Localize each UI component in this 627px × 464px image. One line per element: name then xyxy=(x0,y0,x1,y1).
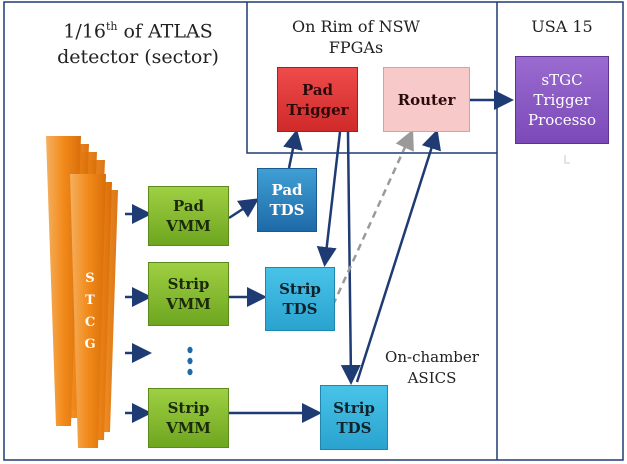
stcg-letter: C xyxy=(84,315,96,330)
stgc-stack xyxy=(46,136,118,448)
stcg-letter: T xyxy=(85,293,95,308)
pad-tds-box: Pad TDS xyxy=(257,168,317,232)
strip-vmm-box-1: Strip VMM xyxy=(148,262,229,326)
strip-tds-box-2: Strip TDS xyxy=(320,385,388,450)
stcg-letter: S xyxy=(85,271,95,286)
cursor-mark-icon xyxy=(563,150,571,164)
ellipsis-dots xyxy=(187,346,193,376)
router-box: Router xyxy=(383,67,470,132)
pad-vmm-box: Pad VMM xyxy=(148,186,229,246)
on-chamber-label: On-chamber ASICS xyxy=(385,348,479,387)
outer-frame xyxy=(3,1,624,461)
sector-title-prefix: 1/16 xyxy=(63,20,106,43)
stcg-letter: G xyxy=(84,337,96,352)
rim-title: On Rim of NSW FPGAs xyxy=(292,17,420,57)
pad-trigger-box: Pad Trigger xyxy=(277,67,358,132)
sector-title-rest: of ATLAS detector (sector) xyxy=(57,20,219,69)
rim-frame xyxy=(246,2,497,154)
usa-title: USA 15 xyxy=(531,17,593,36)
stgc-trigger-processor-box: sTGC Trigger Processo xyxy=(515,56,609,144)
sector-title-sup: th xyxy=(105,20,118,33)
sector-title: 1/16th of ATLAS detector (sector) xyxy=(38,14,238,70)
strip-vmm-box-2: Strip VMM xyxy=(148,388,229,448)
strip-tds-box-1: Strip TDS xyxy=(265,267,335,331)
stcg-label: S T C G xyxy=(78,268,102,356)
